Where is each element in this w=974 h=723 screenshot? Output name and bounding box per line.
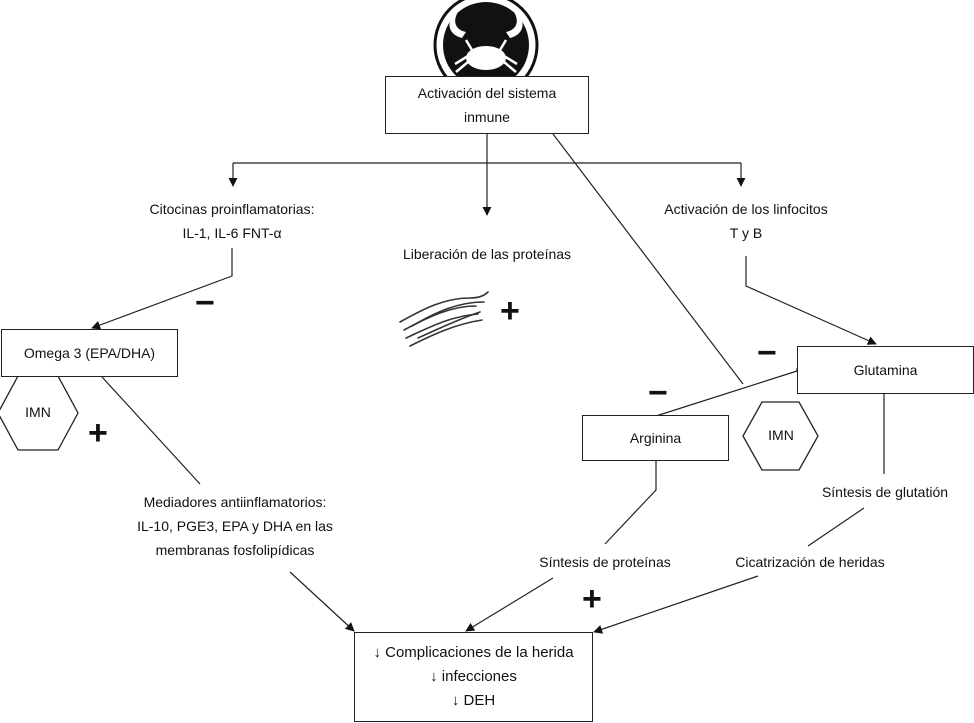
arginine-box: Arginina xyxy=(582,415,729,461)
lymphocytes-line1: Activación de los linfocitos xyxy=(664,201,828,217)
lymphocytes-label: Activación de los linfocitos T y B xyxy=(626,197,866,245)
glutamine-box: Glutamina xyxy=(797,346,974,394)
imn-badge-left: IMN xyxy=(25,404,51,420)
link-omega-mediators xyxy=(101,376,201,485)
link-arginine-synthesis xyxy=(604,461,657,545)
anti-mediators-line3: membranas fosfolipídicas xyxy=(155,542,315,558)
link-synthesis-outcome xyxy=(465,577,554,632)
minus-sign-glutamine: − xyxy=(757,334,777,372)
protein-synthesis-label: Síntesis de proteínas xyxy=(505,550,705,574)
glutamine-label: Glutamina xyxy=(853,362,918,378)
minus-sign-arginine: − xyxy=(648,374,668,412)
protein-release-text: Liberación de las proteínas xyxy=(402,246,572,262)
crab-icon xyxy=(433,0,539,98)
anti-mediators-line1: Mediadores antiinflamatorios: xyxy=(143,494,327,510)
anti-mediators-line2: IL-10, PGE3, EPA y DHA en las xyxy=(137,518,333,534)
link-mediators-outcome xyxy=(289,571,355,632)
anti-mediators-label: Mediadores antiinflamatorios: IL-10, PGE… xyxy=(100,490,370,562)
link-glutathione-healing xyxy=(807,507,865,547)
wound-healing-text: Cicatrización de heridas xyxy=(735,554,885,570)
cytokines-line1: Citocinas proinflamatorias: xyxy=(149,201,315,217)
lymphocytes-line2: T y B xyxy=(729,225,763,241)
omega3-label: Omega 3 (EPA/DHA) xyxy=(23,345,156,361)
wound-healing-label: Cicatrización de heridas xyxy=(710,550,910,574)
immune-activation-line1: Activación del sistema xyxy=(417,85,557,101)
outcome-line3: ↓ DEH xyxy=(451,692,496,709)
glutathione-text: Síntesis de glutatión xyxy=(821,484,949,500)
protein-synthesis-text: Síntesis de proteínas xyxy=(539,554,671,570)
outcome-box: ↓ Complicaciones de la herida ↓ infeccio… xyxy=(354,632,593,722)
immune-activation-box: Activación del sistema inmune xyxy=(385,76,589,134)
omega3-box: Omega 3 (EPA/DHA) xyxy=(1,329,178,377)
glutathione-label: Síntesis de glutatión xyxy=(790,480,974,504)
imn-badge-right: IMN xyxy=(768,427,794,443)
outcome-line2: ↓ infecciones xyxy=(430,668,517,685)
protein-fibers-icon xyxy=(399,291,489,347)
immune-activation-line2: inmune xyxy=(464,109,510,125)
cytokines-label: Citocinas proinflamatorias: IL-1, IL-6 F… xyxy=(112,197,352,245)
protein-release-label: Liberación de las proteínas xyxy=(372,242,602,266)
arginine-label: Arginina xyxy=(629,430,682,446)
cytokines-line2: IL-1, IL-6 FNT-α xyxy=(182,225,282,241)
imn-hexagon-right xyxy=(742,401,819,471)
link-cytokines-omega xyxy=(91,248,233,330)
plus-sign-omega: + xyxy=(88,414,108,452)
plus-sign-proteins: + xyxy=(500,292,520,330)
link-immune-diagonal xyxy=(552,133,744,385)
minus-sign-cytokines: − xyxy=(195,284,215,322)
plus-sign-outcome: + xyxy=(582,580,602,618)
link-healing-outcome xyxy=(593,575,759,634)
link-lymphocytes-glutamine xyxy=(745,256,877,345)
outcome-line1: ↓ Complicaciones de la herida xyxy=(373,644,574,661)
